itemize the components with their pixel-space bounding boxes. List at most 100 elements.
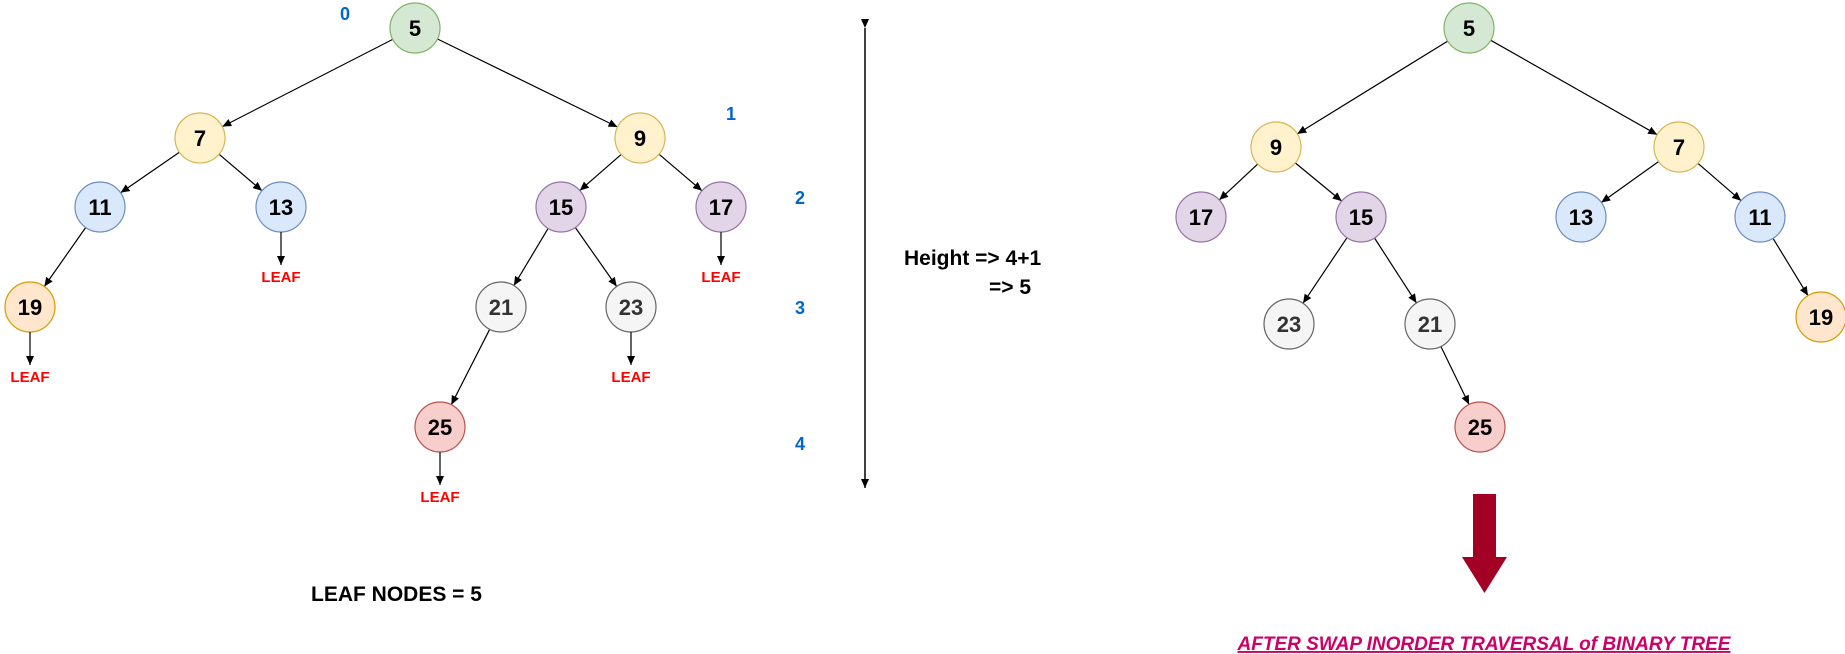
node-circle (1653, 121, 1705, 173)
edge-L5-L7 (222, 38, 393, 128)
node-circle (475, 281, 527, 333)
edge-R15-R23 (1302, 237, 1348, 304)
node-label: 9 (634, 126, 646, 151)
node-circle (535, 181, 587, 233)
leaf-marker-L23: LEAF (611, 332, 651, 386)
left-node-25: 25 (414, 401, 466, 453)
node-circle (1263, 298, 1315, 350)
level-label-3: 3 (795, 298, 805, 318)
right-tree-nodes: 5 9 7 17 15 13 11 23 21 19 25 (1175, 2, 1845, 453)
edge-R9-R17 (1218, 163, 1259, 201)
leaf-marker-L19: LEAF (10, 332, 50, 386)
down-arrow-icon (1462, 494, 1507, 593)
edge-L9-L17 (658, 153, 703, 192)
level-label-1: 1 (726, 104, 736, 124)
node-circle (174, 112, 226, 164)
edge-R7-R13 (1600, 161, 1660, 203)
edge-R11-R19 (1772, 237, 1809, 297)
left-tree-leaf-markers: LEAF LEAF LEAF LEAF LEAF (10, 232, 741, 506)
node-circle (1443, 2, 1495, 54)
right-node-23: 23 (1263, 298, 1315, 350)
node-label: 5 (1463, 16, 1475, 41)
node-label: 7 (1673, 135, 1685, 160)
left-node-9: 9 (614, 112, 666, 164)
leaf-label: LEAF (701, 269, 740, 286)
node-label: 11 (88, 195, 111, 220)
edge-L5-L9 (437, 38, 618, 128)
left-node-7: 7 (174, 112, 226, 164)
right-node-25: 25 (1454, 401, 1506, 453)
right-node-19: 19 (1795, 291, 1845, 343)
leaf-count-text: LEAF NODES = 5 (311, 583, 482, 606)
left-node-19: 19 (4, 281, 56, 333)
edge-L15-L23 (574, 227, 618, 287)
right-node-11: 11 (1734, 191, 1786, 243)
left-node-13: 13 (255, 181, 307, 233)
node-label: 25 (1468, 415, 1492, 440)
left-node-15: 15 (535, 181, 587, 233)
node-label: 15 (549, 195, 573, 220)
edge-R5-R9 (1296, 40, 1449, 135)
leaf-marker-L17: LEAF (701, 232, 741, 286)
edge-L15-L21 (513, 228, 549, 286)
height-line-2: => 5 (989, 276, 1031, 299)
node-label: 25 (428, 415, 452, 440)
level-label-0: 0 (340, 4, 350, 24)
edge-R21-R25 (1440, 346, 1470, 405)
left-node-17: 17 (695, 181, 747, 233)
level-label-4: 4 (795, 434, 805, 454)
node-circle (614, 112, 666, 164)
node-label: 9 (1270, 135, 1282, 160)
node-label: 13 (269, 195, 293, 220)
edge-R5-R7 (1490, 39, 1658, 136)
leaf-label: LEAF (10, 369, 49, 386)
edge-L7-L13 (218, 153, 263, 192)
right-node-7: 7 (1653, 121, 1705, 173)
node-circle (1250, 121, 1302, 173)
leaf-marker-L13: LEAF (261, 232, 301, 286)
edge-R15-R21 (1373, 237, 1418, 304)
right-node-13: 13 (1555, 191, 1607, 243)
node-circle (1454, 401, 1506, 453)
leaf-label: LEAF (261, 269, 300, 286)
right-node-15: 15 (1335, 191, 1387, 243)
right-node-9: 9 (1250, 121, 1302, 173)
node-circle (74, 181, 126, 233)
left-tree-nodes: 5 7 9 11 13 15 17 19 21 23 25 (4, 2, 747, 453)
node-circle (1555, 191, 1607, 243)
node-label: 23 (1277, 312, 1301, 337)
node-circle (1335, 191, 1387, 243)
edge-R7-R11 (1697, 162, 1742, 202)
leaf-marker-L25: LEAF (420, 452, 460, 506)
edge-L7-L11 (120, 151, 180, 194)
node-label: 21 (1418, 312, 1442, 337)
leaf-label: LEAF (420, 489, 459, 506)
leaf-label: LEAF (611, 369, 650, 386)
after-swap-caption: AFTER SWAP INORDER TRAVERSAL of BINARY T… (1237, 634, 1732, 654)
node-label: 17 (709, 195, 733, 220)
node-label: 13 (1569, 205, 1593, 230)
level-label-2: 2 (795, 188, 805, 208)
left-node-21: 21 (475, 281, 527, 333)
left-node-5: 5 (389, 2, 441, 54)
height-line-1: Height => 4+1 (904, 247, 1041, 270)
node-label: 19 (18, 295, 42, 320)
node-label: 7 (194, 126, 206, 151)
node-label: 23 (619, 295, 643, 320)
edge-L21-L25 (450, 329, 491, 405)
right-node-5: 5 (1443, 2, 1495, 54)
node-label: 17 (1189, 205, 1213, 230)
node-label: 5 (409, 16, 421, 41)
node-label: 19 (1809, 305, 1833, 330)
node-label: 11 (1748, 205, 1771, 230)
right-tree-edges (1218, 39, 1809, 405)
node-circle (1175, 191, 1227, 243)
edge-R9-R15 (1294, 162, 1343, 202)
left-node-23: 23 (605, 281, 657, 333)
node-circle (389, 2, 441, 54)
node-circle (1795, 291, 1845, 343)
edge-L11-L19 (43, 227, 87, 287)
right-node-17: 17 (1175, 191, 1227, 243)
